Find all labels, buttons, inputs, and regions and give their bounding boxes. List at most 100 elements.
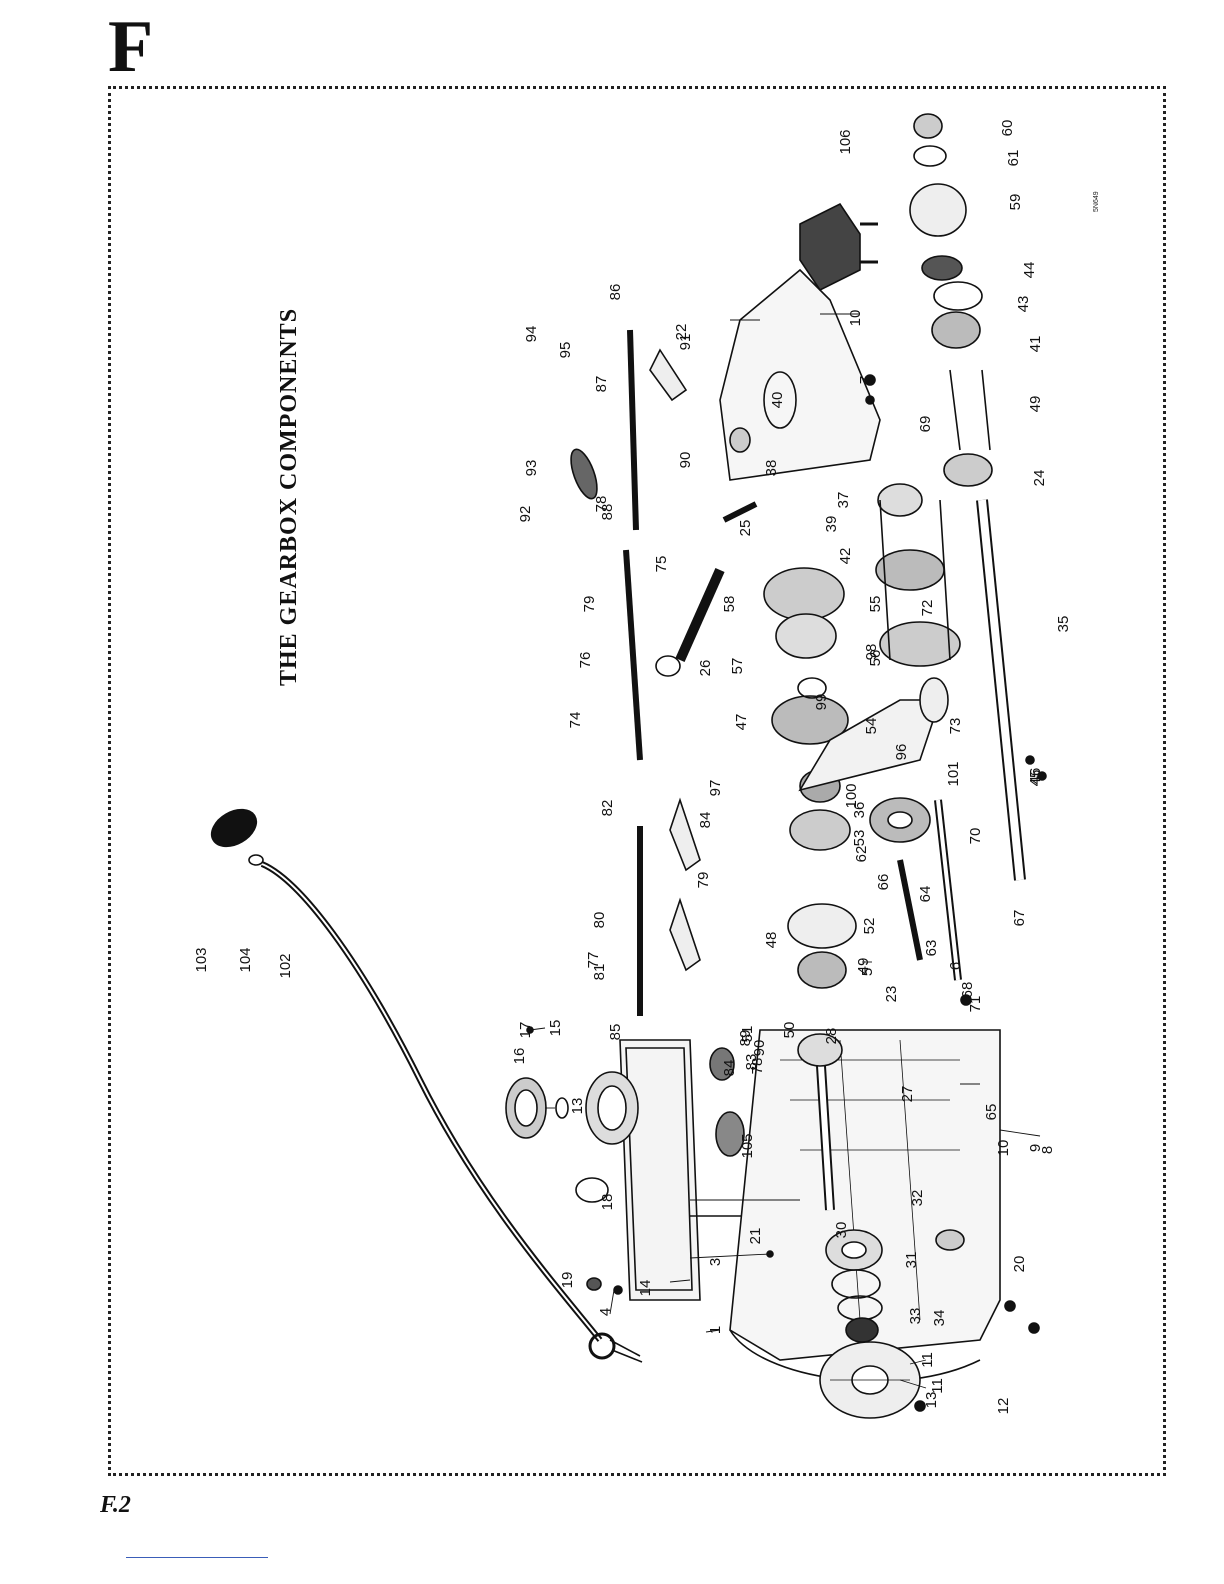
callout-81: 81 — [591, 964, 608, 981]
callout-31: 31 — [903, 1252, 920, 1269]
gear-lever-assembly — [210, 808, 643, 1363]
callout-25: 25 — [737, 520, 754, 537]
callout-54: 54 — [863, 718, 880, 735]
callout-90: 90 — [751, 1040, 768, 1057]
callout-89: 89 — [737, 1030, 754, 1047]
callout-39: 39 — [823, 516, 840, 533]
callout-103: 103 — [193, 947, 210, 972]
callout-48: 48 — [763, 932, 780, 949]
callout-19: 19 — [559, 1272, 576, 1289]
mainshaft-gears — [763, 567, 857, 989]
callout-109: 109 — [0, 0, 4, 13]
callout-68: 68 — [959, 982, 976, 999]
diagram-title: THE GEARBOX COMPONENTS — [276, 308, 302, 686]
callout-35: 35 — [1055, 616, 1072, 633]
callout-18: 18 — [599, 1194, 616, 1211]
callout-11: 11 — [929, 1378, 946, 1394]
callout-22: 22 — [673, 324, 690, 341]
callout-74: 74 — [567, 712, 584, 729]
callout-labels: 1345678910101111121313141516171819202122… — [0, 0, 1072, 1414]
callout-90: 90 — [677, 452, 694, 469]
rear-extension — [719, 268, 881, 481]
callout-10: 10 — [847, 310, 864, 327]
callout-70: 70 — [967, 828, 984, 845]
callout-79: 79 — [695, 872, 712, 889]
callout-3: 3 — [707, 1258, 724, 1266]
callout-15: 15 — [547, 1020, 564, 1037]
callout-73: 73 — [947, 718, 964, 735]
callout-84: 84 — [697, 812, 714, 829]
callout-34: 34 — [931, 1310, 948, 1327]
callout-65: 65 — [983, 1104, 1000, 1121]
footer-rule — [126, 1557, 268, 1558]
layshaft-spindle — [897, 799, 962, 981]
callout-33: 33 — [907, 1308, 924, 1325]
callout-78: 78 — [749, 1058, 766, 1075]
callout-95: 95 — [557, 342, 574, 359]
diagram-frame — [108, 86, 1166, 1476]
rear-flange-assembly — [909, 113, 993, 487]
callout-64: 64 — [917, 886, 934, 903]
leader-lines — [529, 313, 1041, 1389]
callout-56: 56 — [867, 650, 884, 667]
callout-57: 57 — [729, 658, 746, 675]
callout-91: 91 — [677, 334, 694, 351]
callout-24: 24 — [1031, 470, 1048, 487]
callout-61: 61 — [1005, 150, 1022, 167]
callout-62: 62 — [853, 846, 870, 863]
callout-104: 104 — [237, 947, 254, 972]
callout-75: 75 — [653, 556, 670, 573]
callout-51: 51 — [739, 1026, 756, 1043]
callout-78: 78 — [593, 496, 610, 513]
callout-79: 79 — [581, 596, 598, 613]
callout-105: 105 — [739, 1133, 756, 1158]
mounting-rubber — [799, 202, 878, 292]
callout-43: 43 — [1015, 296, 1032, 313]
callout-49: 49 — [855, 958, 872, 975]
callout-98: 98 — [863, 644, 880, 661]
page-number: F.2 — [100, 1492, 131, 1518]
callout-47: 47 — [733, 714, 750, 731]
callout-69: 69 — [917, 416, 934, 433]
callout-11: 11 — [919, 1352, 936, 1368]
callout-30: 30 — [833, 1222, 850, 1239]
callout-92: 92 — [517, 506, 534, 523]
callout-66: 66 — [875, 874, 892, 891]
callout-100: 100 — [843, 783, 860, 808]
mainshaft — [976, 499, 1026, 881]
callout-14: 14 — [637, 1280, 654, 1297]
callout-53: 53 — [851, 830, 868, 847]
callout-80: 80 — [591, 912, 608, 929]
section-letter: F — [108, 6, 154, 88]
reverse-idler — [798, 699, 942, 843]
callout-82: 82 — [599, 800, 616, 817]
callout-21: 21 — [747, 1228, 764, 1245]
callout-101: 101 — [945, 761, 962, 786]
illustration — [210, 113, 1047, 1419]
callout-13: 13 — [923, 1392, 940, 1409]
callout-50: 50 — [781, 1022, 798, 1039]
speedo-pinion — [655, 501, 758, 677]
callout-16: 16 — [511, 1048, 528, 1065]
callout-85: 85 — [607, 1024, 624, 1041]
callout-12: 12 — [995, 1398, 1012, 1415]
callout-97: 97 — [707, 780, 724, 797]
callout-107: 107 — [0, 0, 4, 13]
front-cover — [819, 1341, 921, 1419]
callout-60: 60 — [999, 120, 1016, 137]
callout-55: 55 — [867, 596, 884, 613]
callout-4: 4 — [597, 1308, 614, 1316]
callout-38: 38 — [763, 460, 780, 477]
callout-76: 76 — [577, 652, 594, 669]
callout-10: 10 — [995, 1140, 1012, 1157]
callout-99: 99 — [813, 694, 830, 711]
front-bearings — [825, 1229, 883, 1343]
callout-87: 87 — [593, 376, 610, 393]
layshaft-cluster — [875, 483, 961, 723]
callout-52: 52 — [861, 918, 878, 935]
callout-42: 42 — [837, 548, 854, 565]
callout-8: 8 — [1039, 1146, 1056, 1154]
callout-108: 108 — [0, 0, 4, 13]
selector-rods — [570, 329, 745, 1157]
